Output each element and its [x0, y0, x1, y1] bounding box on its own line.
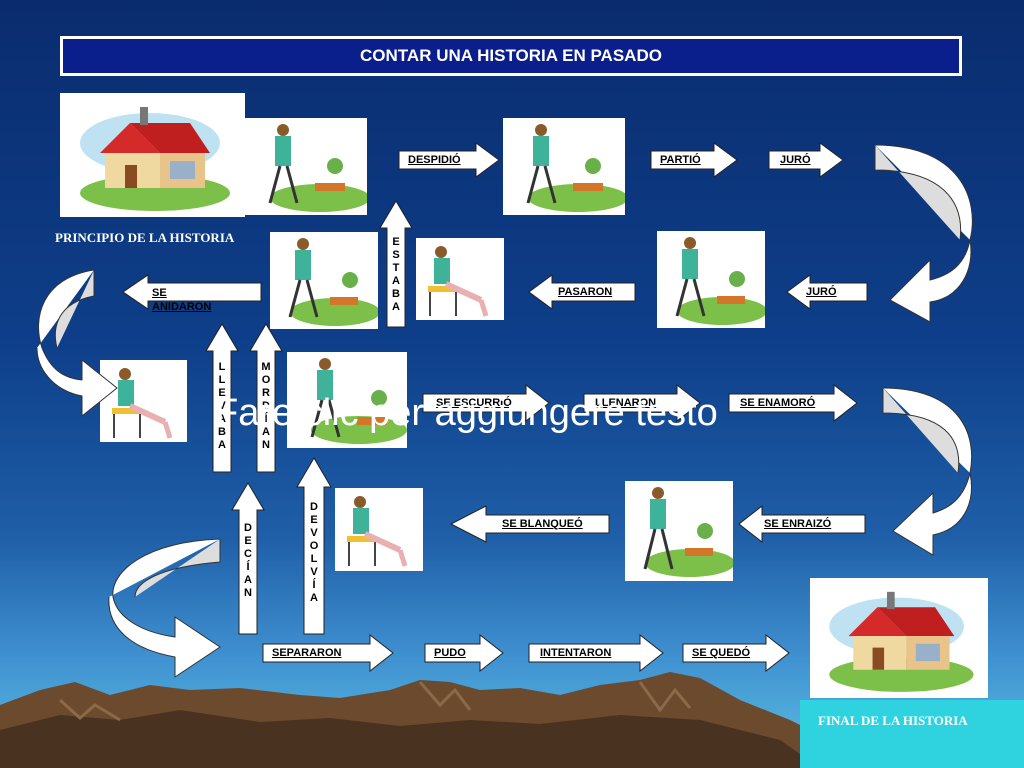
woman-dog-image-6 [625, 481, 735, 581]
curved-arrow-middle-right [882, 387, 973, 556]
arrow-partio: PARTIÓ [650, 142, 738, 178]
arrow-se-enamoro: SE ENAMORÓ [728, 384, 858, 422]
arrow-label: SE BLANQUEÓ [502, 518, 583, 530]
mountains-background [0, 672, 850, 768]
arrow-label: INTENTARON [540, 647, 612, 659]
arrow-label: D E C Í A N [244, 522, 252, 599]
arrow-juro-2: JURÓ [786, 274, 868, 310]
arrow-llevaba: L L E V A B A [205, 323, 239, 473]
arrow-pudo: PUDO [424, 634, 504, 672]
arrow-pasaron: PASARON [528, 274, 636, 310]
arrow-label: PASARON [558, 286, 613, 298]
arrow-label: PUDO [434, 647, 466, 659]
curved-arrow-bottom-left [108, 538, 221, 678]
woman-dog-image-2 [503, 118, 628, 215]
curved-arrow-top-right [874, 144, 973, 323]
arrow-label: SE ANIDARON [152, 287, 212, 313]
arrow-label: D E V O L V Í A [309, 501, 319, 604]
woman-sitting-image-2 [100, 360, 187, 442]
arrow-devolvia: D E V O L V Í A [296, 457, 332, 635]
arrow-intentaron: INTENTARON [528, 634, 664, 672]
arrow-label: DESPIDIÓ [408, 154, 461, 166]
arrow-label: L L E V A B A [218, 361, 226, 451]
arrow-label: SE ESCURRIÓ [436, 397, 512, 409]
woman-sitting-image-3 [335, 488, 423, 571]
woman-dog-image-3 [270, 232, 380, 329]
arrow-llenaron: LLENARON [583, 384, 701, 422]
arrow-label: E S T A B A [392, 236, 400, 313]
arrow-label: JURÓ [780, 154, 811, 166]
caption-start: PRINCIPIO DE LA HISTORIA [55, 230, 235, 245]
arrow-label: SE ENRAIZÓ [764, 518, 832, 530]
arrow-label: PARTIÓ [660, 154, 701, 166]
arrow-se-enraizo: SE ENRAIZÓ [738, 505, 866, 543]
woman-dog-image-4 [657, 231, 767, 328]
arrow-morderian: M O R D Í A N [249, 323, 283, 473]
arrow-se-quedo: SE QUEDÓ [682, 634, 790, 672]
arrow-label: SE QUEDÓ [692, 647, 751, 659]
arrow-despidio: DESPIDIÓ [398, 142, 500, 178]
house-image-start [60, 93, 245, 217]
arrow-separaron: SEPARARON [262, 634, 394, 672]
page-title: CONTAR UNA HISTORIA EN PASADO [60, 36, 962, 76]
curved-arrow-left [36, 269, 118, 418]
arrow-label: JURÓ [806, 286, 837, 298]
woman-dog-image-5 [287, 352, 407, 448]
woman-dog-image-1 [245, 118, 370, 215]
arrow-se-escurrio: SE ESCURRIÓ [422, 384, 550, 422]
arrow-se-blanqueo: SE BLANQUEÓ [450, 505, 610, 543]
woman-sitting-image-1 [416, 238, 504, 320]
arrow-label: LLENARON [595, 397, 657, 409]
arrow-label: SEPARARON [272, 647, 342, 659]
arrow-estaba: E S T A B A [379, 200, 413, 328]
sea-strip [800, 700, 1024, 768]
arrow-juro-1: JURÓ [768, 142, 844, 178]
caption-end: FINAL DE LA HISTORIA [818, 713, 968, 728]
arrow-decian: D E C Í A N [231, 482, 265, 635]
arrow-se-anidaron: SE ANIDARON [122, 274, 262, 313]
house-image-end [810, 578, 988, 698]
arrow-label: SE ENAMORÓ [740, 397, 816, 409]
arrow-label: M O R D Í A N [261, 361, 271, 451]
